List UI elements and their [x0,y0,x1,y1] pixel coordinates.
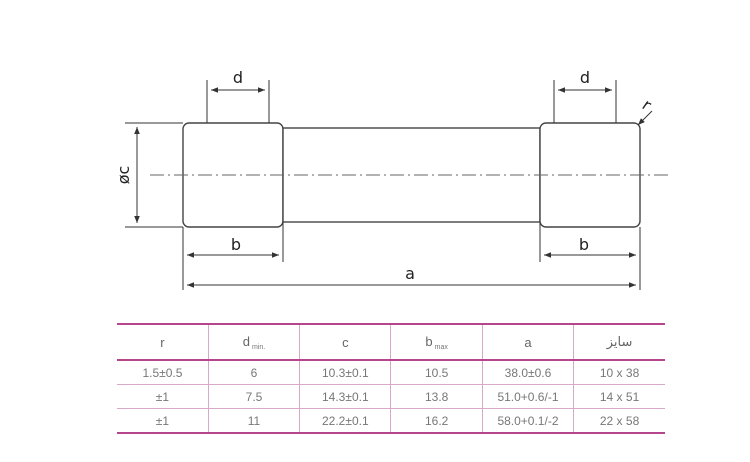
r-label: r [639,95,656,115]
cell-a: 58.0+0.1/-2 [482,408,575,434]
d-right-dimension [553,80,617,123]
diameter-label: øc [114,166,133,185]
header-size: سایز [573,324,665,361]
header-a: a [482,324,575,361]
cell-r: 1.5±0.5 [117,360,209,385]
cell-b: 16.2 [390,408,483,434]
b-left-dimension [182,222,284,290]
a-label: a [405,264,415,283]
b-right-dimension [539,222,641,290]
cell-c: 22.2±0.1 [299,408,392,434]
header-c: c [299,324,392,361]
cell-a: 51.0+0.6/-1 [482,384,575,409]
d-left-label: d [233,68,243,87]
cell-r: ±1 [117,408,209,434]
cell-r: ±1 [117,384,209,409]
cell-d: 6 [208,360,301,385]
fuse-dimension-drawing: øc d d r b b a [114,68,672,290]
cell-c: 14.3±0.1 [299,384,392,409]
header-r: r [117,324,209,361]
cell-d: 7.5 [208,384,301,409]
diameter-dimension [125,122,183,228]
table-row: ±1 7.5 14.3±0.1 13.8 51.0+0.6/-1 14 x 51 [117,384,665,409]
table-row: 1.5±0.5 6 10.3±0.1 10.5 38.0±0.6 10 x 38 [117,360,665,385]
cell-size: 22 x 58 [573,408,665,434]
d-left-dimension [206,80,270,123]
table-row: ±1 11 22.2±0.1 16.2 58.0+0.1/-2 22 x 58 [117,408,665,434]
b-left-label: b [231,235,241,254]
cell-size: 14 x 51 [573,384,665,409]
cell-b: 13.8 [390,384,483,409]
cell-b: 10.5 [390,360,483,385]
d-right-label: d [580,68,590,87]
cell-size: 10 x 38 [573,360,665,385]
r-leader [637,110,653,126]
cell-d: 11 [208,408,301,434]
cell-a: 38.0±0.6 [482,360,575,385]
cell-c: 10.3±0.1 [299,360,392,385]
b-right-label: b [579,235,589,254]
